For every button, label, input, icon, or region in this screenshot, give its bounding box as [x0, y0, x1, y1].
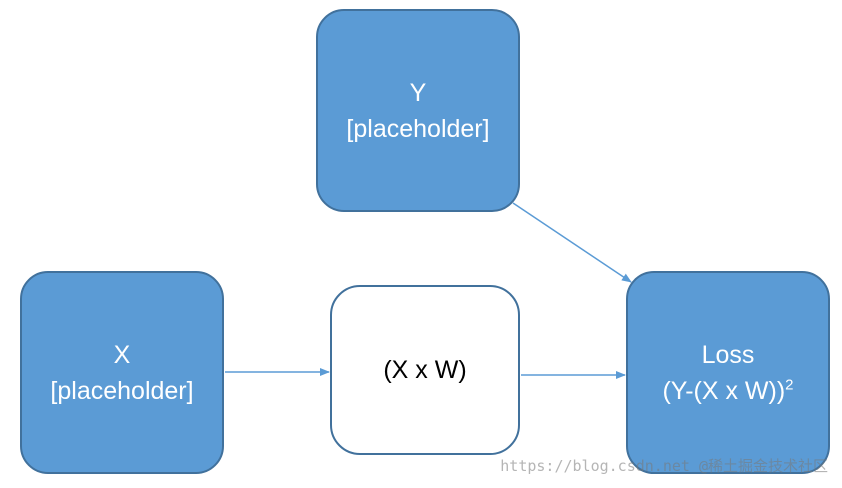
node-matmul: (X x W)	[330, 285, 520, 455]
node-x-title: X	[113, 340, 131, 369]
node-loss-exponent: 2	[785, 376, 794, 394]
arrow-y-to-loss	[512, 202, 632, 283]
node-loss-formula: (Y-(X x W))	[662, 376, 786, 405]
node-y-placeholder: Y [placeholder]	[316, 9, 520, 212]
node-y-subtitle: [placeholder]	[346, 114, 490, 143]
node-loss-title: Loss	[701, 340, 755, 369]
watermark: https://blog.csdn.net @稀土掘金技术社区	[500, 457, 828, 475]
node-x-placeholder: X [placeholder]	[20, 271, 224, 474]
node-loss-formula-line: (Y-(X x W))2	[662, 373, 793, 409]
node-matmul-label: (X x W)	[383, 356, 467, 384]
node-y-title: Y	[409, 78, 427, 107]
node-x-subtitle: [placeholder]	[50, 376, 194, 405]
node-loss: Loss (Y-(X x W))2	[626, 271, 830, 474]
